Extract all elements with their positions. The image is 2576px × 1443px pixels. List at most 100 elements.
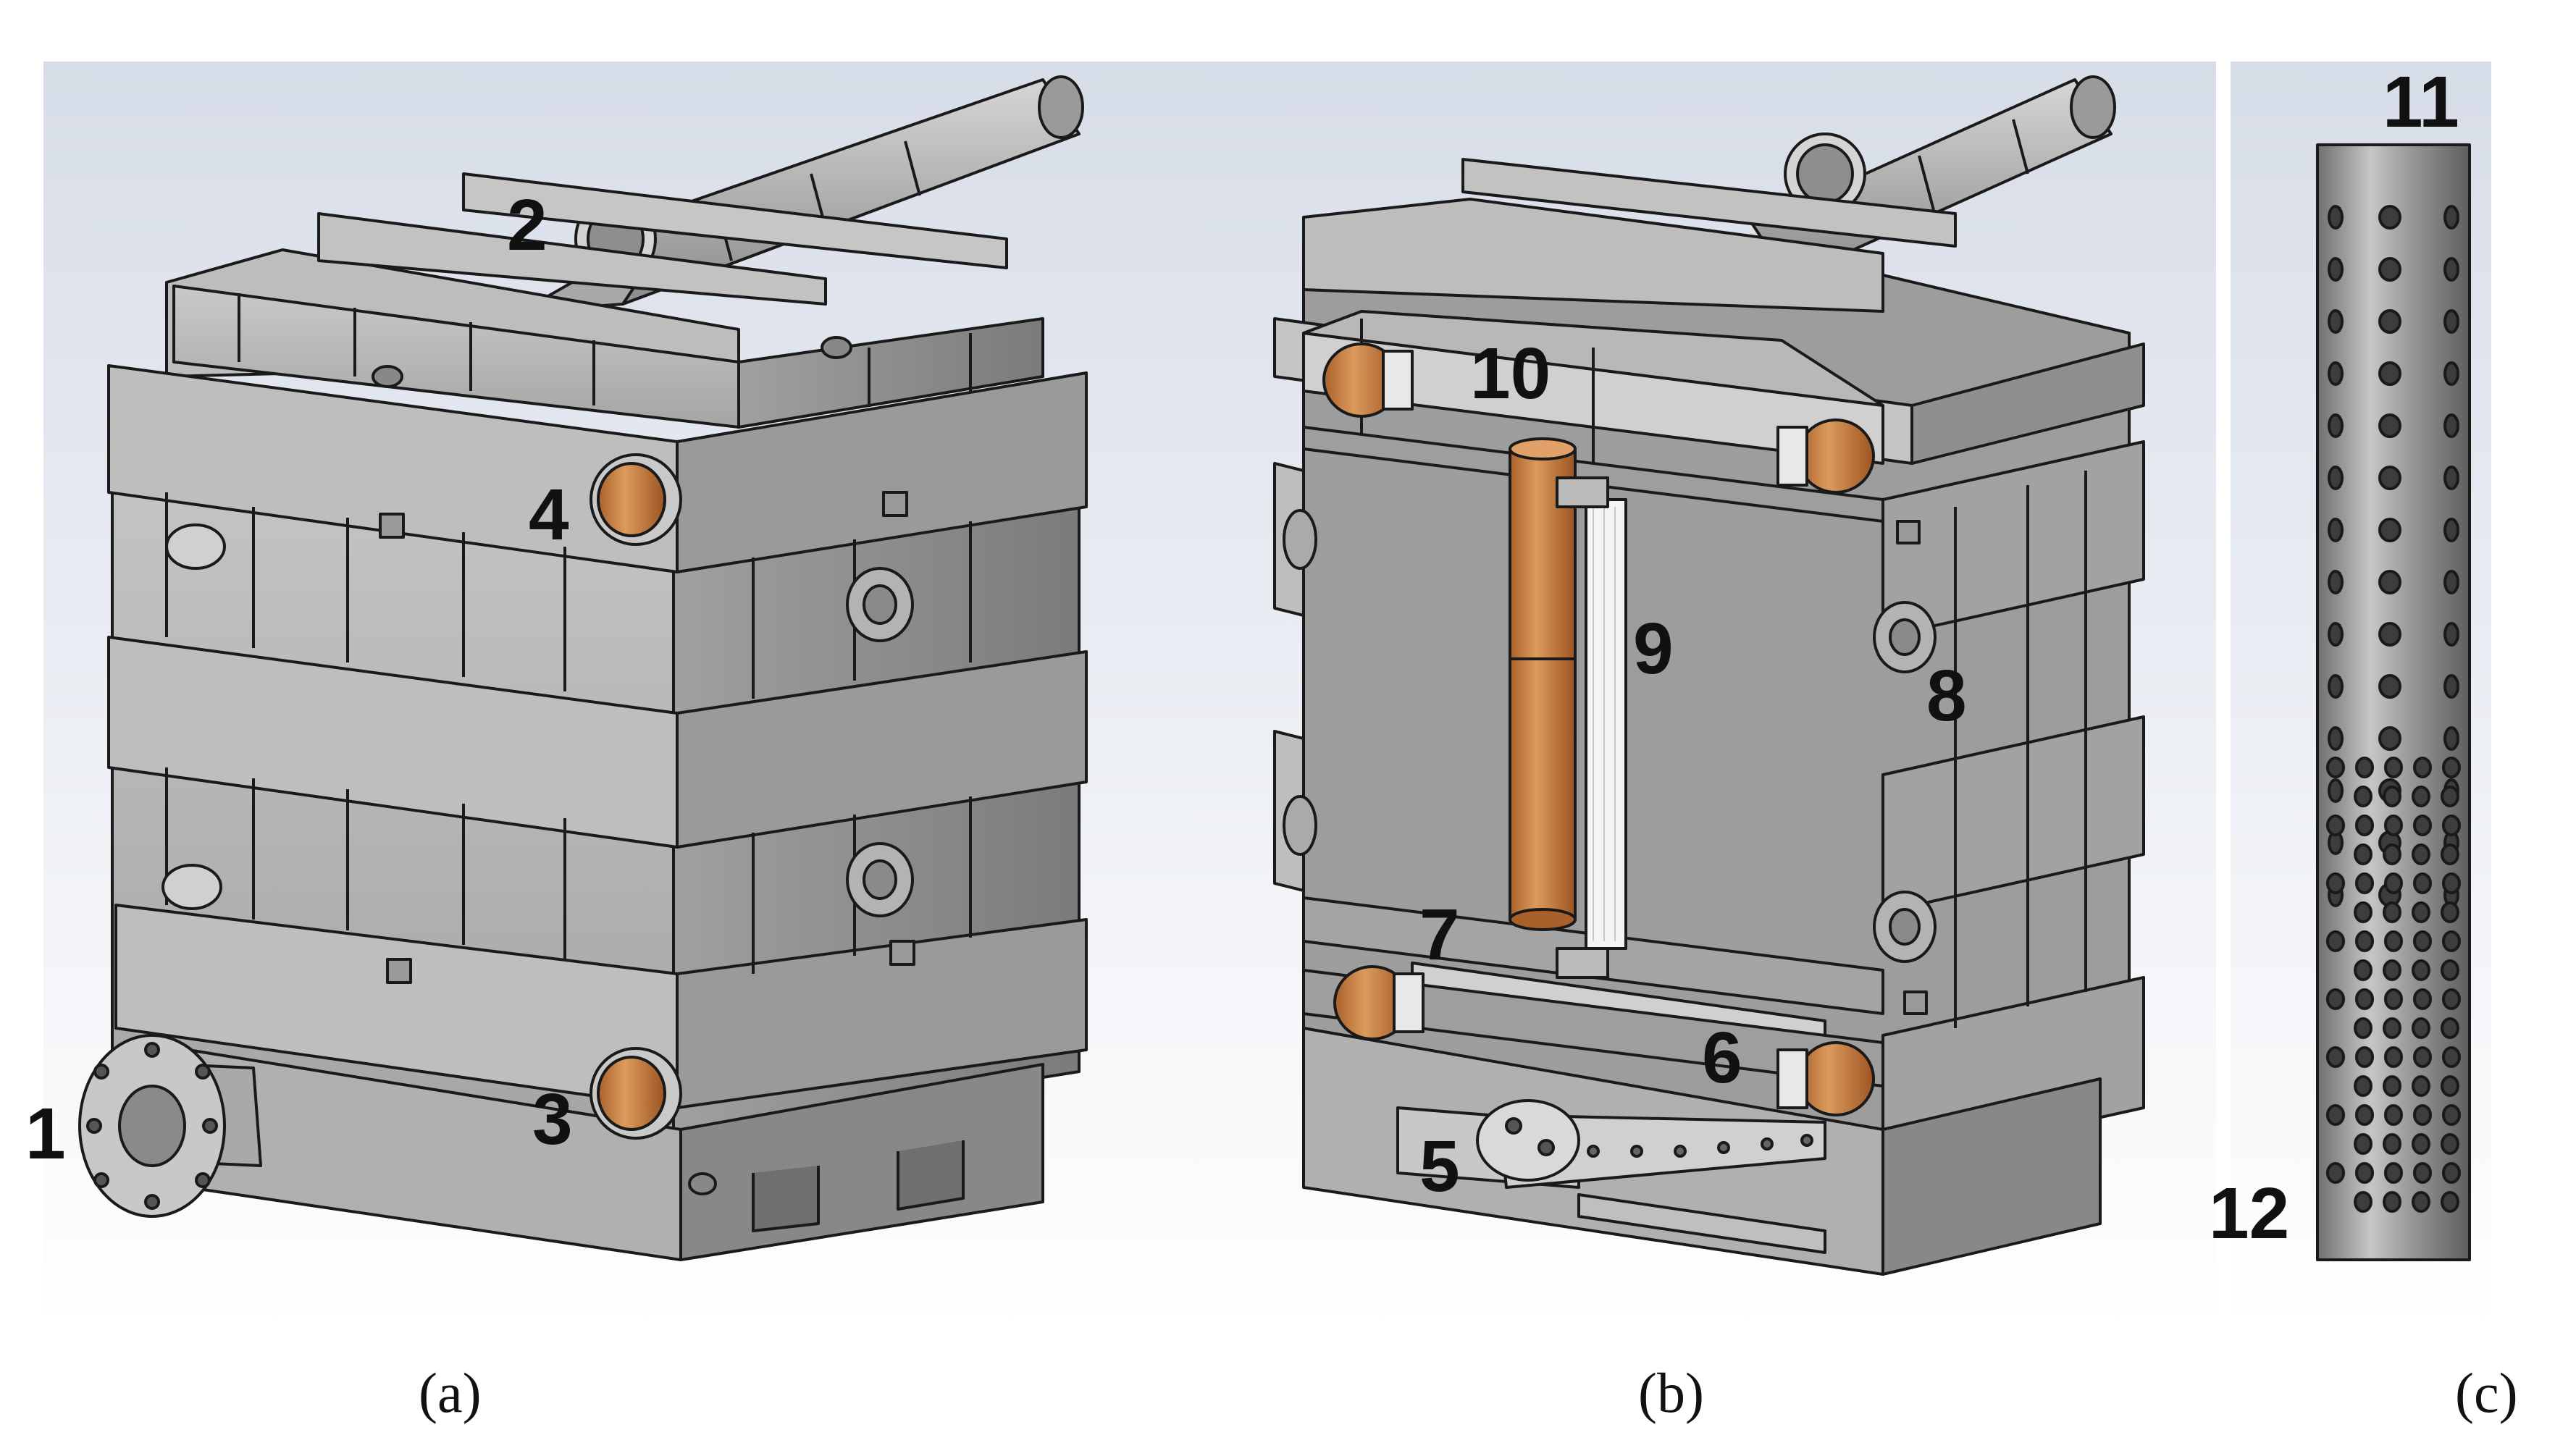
caption-a: (a) [419, 1361, 482, 1424]
perforation-hole [2328, 518, 2344, 542]
perforation-hole [2441, 1133, 2459, 1155]
perforation-hole [2326, 930, 2345, 952]
callout-1: 1 [25, 1093, 66, 1174]
panel-c [2231, 62, 2491, 1329]
callout-labels: 1 2 3 4 5 6 7 8 9 10 11 12 [25, 62, 2459, 1254]
perforation-hole [2378, 622, 2401, 647]
perforation-hole [2378, 674, 2401, 699]
perforation-hole [2442, 757, 2461, 778]
callout-12: 12 [2209, 1173, 2289, 1254]
perforation-hole [2328, 205, 2344, 230]
caption-c: (c) [2455, 1361, 2518, 1424]
perforation-hole [2443, 257, 2459, 282]
perforation-hole [2354, 1133, 2372, 1155]
perforation-hole [2413, 1162, 2432, 1184]
callout-10: 10 [1470, 333, 1551, 414]
perforation-hole [2326, 815, 2345, 836]
perforation-hole [2328, 466, 2344, 490]
caption-b: (b) [1638, 1361, 1704, 1424]
perforation-hole [2384, 815, 2403, 836]
perforation-hole [2384, 1162, 2403, 1184]
perforation-hole [2412, 843, 2430, 865]
perforation-hole [2378, 570, 2401, 594]
perforation-hole [2354, 843, 2372, 865]
perforation-hole [2378, 726, 2401, 751]
perforation-hole [2384, 872, 2403, 894]
perforation-hole [2326, 872, 2345, 894]
perforation-hole [2326, 757, 2345, 778]
perforation-hole [2355, 1104, 2374, 1126]
perforation-hole [2328, 674, 2344, 699]
callout-2: 2 [507, 185, 547, 266]
perforation-hole [2383, 786, 2401, 807]
perforation-hole [2412, 1191, 2430, 1213]
perforation-hole [2328, 570, 2344, 594]
perforation-hole [2326, 1104, 2345, 1126]
perforation-hole [2328, 726, 2344, 751]
perforation-hole [2442, 815, 2461, 836]
perforation-hole [2355, 1046, 2374, 1068]
callout-7: 7 [1419, 894, 1460, 975]
perforation-hole [2328, 257, 2344, 282]
perforation-hole [2384, 988, 2403, 1010]
perforation-hole [2355, 988, 2374, 1010]
perforation-hole [2413, 930, 2432, 952]
perforation-hole [2378, 518, 2401, 542]
perforation-hole [2378, 413, 2401, 438]
perforation-hole [2328, 778, 2344, 803]
perforation-hole [2441, 1075, 2459, 1097]
perforation-hole [2442, 1046, 2461, 1068]
perforation-hole [2443, 518, 2459, 542]
perforation-hole [2383, 959, 2401, 981]
perforation-hole [2413, 988, 2432, 1010]
perforation-hole [2354, 1017, 2372, 1039]
perforation-hole [2441, 1017, 2459, 1039]
perforation-hole [2413, 1104, 2432, 1126]
perforation-hole [2378, 257, 2401, 282]
panel-captions: (a) (b) (c) [419, 1361, 2518, 1424]
perforation-hole [2383, 1191, 2401, 1213]
perforation-hole [2412, 959, 2430, 981]
perforation-hole [2383, 1133, 2401, 1155]
side-nozzles-b [1283, 509, 1937, 1015]
perforation-hole [2378, 466, 2401, 490]
perforation-hole [2442, 872, 2461, 894]
perforation-hole [2443, 205, 2459, 230]
perforation-hole [2442, 988, 2461, 1010]
box-body-a [107, 364, 1088, 1261]
perforation-hole [2354, 786, 2372, 807]
perforation-hole [2413, 872, 2432, 894]
perforation-hole [2443, 622, 2459, 647]
perforation-hole [2412, 1017, 2430, 1039]
perforation-hole [2355, 1162, 2374, 1184]
perforation-hole [2326, 1162, 2345, 1184]
perforation-hole [2442, 1104, 2461, 1126]
perforation-hole [2383, 1075, 2401, 1097]
perforation-hole [2326, 988, 2345, 1010]
perforation-hole [2441, 959, 2459, 981]
perforation-hole [2413, 815, 2432, 836]
upper-compartment-b [1302, 310, 1884, 523]
perforation-hole [2354, 1191, 2372, 1213]
perforation-hole [2383, 901, 2401, 923]
perforation-hole [2443, 413, 2459, 438]
mesh-9 [1556, 476, 1627, 979]
perforation-hole [2443, 674, 2459, 699]
perforation-hole [2441, 1191, 2459, 1213]
perforation-hole [2442, 1162, 2461, 1184]
perforation-hole [2413, 757, 2432, 778]
perforation-hole [2443, 361, 2459, 386]
panel-b [1173, 62, 2216, 1329]
perforation-hole [2413, 1046, 2432, 1068]
perforation-hole [2384, 757, 2403, 778]
perforation-hole [2443, 309, 2459, 334]
perforation-hole [2412, 1075, 2430, 1097]
perforation-hole [2443, 570, 2459, 594]
perforation-hole [2412, 1133, 2430, 1155]
callout-11: 11 [2383, 62, 2459, 143]
perforation-hole [2354, 1075, 2372, 1097]
perforation-hole [2354, 959, 2372, 981]
perforation-hole [2328, 361, 2344, 386]
perforation-hole [2412, 901, 2430, 923]
perforation-holes [2326, 205, 2461, 1213]
